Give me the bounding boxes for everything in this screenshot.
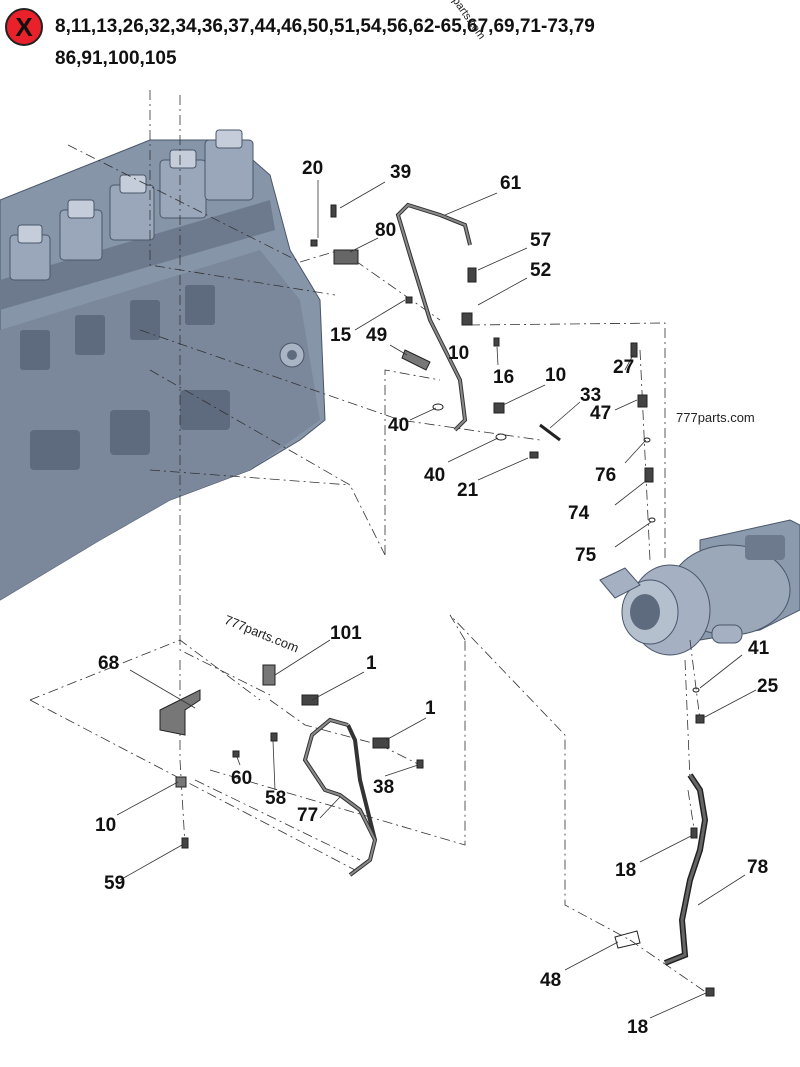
callout-label: 18	[627, 1017, 649, 1038]
callout-label: 75	[575, 545, 597, 566]
callout-label: 57	[530, 230, 552, 251]
callout-label: 60	[231, 768, 253, 789]
callout-label: 18	[615, 860, 637, 881]
callout-label: 74	[568, 503, 590, 524]
callout-label: 1	[425, 698, 436, 719]
callout-label: 76	[595, 465, 617, 486]
callout-label: 59	[104, 873, 126, 894]
callout-label: 33	[580, 385, 602, 406]
callout-label: 41	[748, 638, 770, 659]
callout-label: 10	[448, 343, 470, 364]
callout-label: 52	[530, 260, 552, 281]
callout-label: 25	[757, 676, 779, 697]
oil-tubes	[302, 202, 709, 966]
callout-label: 47	[590, 403, 612, 424]
assembly-lines	[29, 90, 711, 996]
callout-label: 1	[366, 653, 377, 674]
callout-leaders	[116, 180, 757, 1019]
callout-label: 68	[98, 653, 120, 674]
callout-label: 49	[366, 325, 388, 346]
callout-label: 61	[500, 173, 522, 194]
watermark: 777parts.com	[676, 410, 755, 425]
callout-label: 16	[493, 367, 515, 388]
excluded-x-badge: X	[5, 8, 43, 46]
callout-label: 38	[373, 777, 395, 798]
callout-label: 40	[388, 415, 410, 436]
callout-label: 101	[330, 623, 362, 644]
callout-label: 80	[375, 220, 397, 241]
callout-label: 15	[330, 325, 352, 346]
callout-label: 77	[297, 805, 319, 826]
callout-label: 20	[302, 158, 324, 179]
callout-label: 21	[457, 480, 479, 501]
callout-label: 10	[95, 815, 117, 836]
engine-block-illustration	[0, 129, 326, 601]
callout-label: 27	[613, 357, 635, 378]
callout-label: 48	[540, 970, 562, 991]
callout-label: 40	[424, 465, 446, 486]
callout-label: 58	[265, 788, 287, 809]
excluded-parts-line-2: 86,91,100,105	[55, 48, 177, 69]
small-parts	[159, 204, 715, 997]
turbocharger-illustration	[599, 519, 800, 656]
excluded-parts-line-1: 8,11,13,26,32,34,36,37,44,46,50,51,54,56…	[55, 16, 595, 37]
callout-label: 39	[390, 162, 412, 183]
callout-label: 10	[545, 365, 567, 386]
callout-label: 78	[747, 857, 769, 878]
